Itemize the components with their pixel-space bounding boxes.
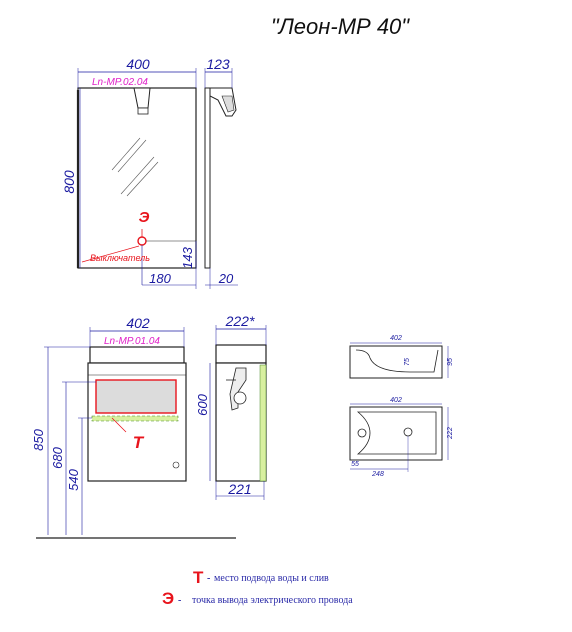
drawing-title: "Леон-МР 40"	[271, 14, 410, 39]
sink-top-view	[349, 403, 449, 472]
legend-electric-symbol: Э	[162, 589, 174, 608]
socket-height-dim: 143	[180, 246, 195, 268]
cabinet-depth-dim: 222*	[225, 313, 255, 329]
socket-marker: Э	[139, 209, 150, 226]
mirror-depth-dim: 123	[206, 56, 230, 72]
sink-top-d55-dim: 55	[351, 461, 359, 468]
socket-point	[137, 236, 147, 246]
cabinet-side-view	[215, 344, 267, 482]
height-680-dim: 680	[50, 446, 65, 468]
mirror-code: Ln-MP.02.04	[92, 77, 148, 88]
sink-top-depth-dim: 222	[447, 427, 454, 440]
cabinet-code: Ln-MP.01.04	[104, 336, 160, 347]
sink-top-width-dim: 402	[390, 397, 402, 404]
mirror-height-dim: 800	[61, 170, 77, 194]
cabinet-height-side-dim: 600	[195, 393, 210, 415]
height-850-dim: 850	[31, 428, 46, 450]
gap-dim: 20	[218, 271, 234, 286]
sink-top-d248-dim: 248	[371, 471, 384, 478]
cabinet-front-view	[87, 346, 187, 482]
legend-electric-dash: -	[178, 595, 181, 606]
mirror-front-view	[76, 87, 197, 285]
mirror-width-dim: 400	[126, 56, 150, 72]
cabinet-width-dim: 402	[126, 315, 150, 331]
sink-side-h95-dim: 95	[447, 358, 454, 366]
socket-offset-dim: 180	[149, 271, 171, 286]
sink-side-h75-dim: 75	[404, 358, 411, 366]
legend-electric-text: точка вывода электрического провода	[192, 595, 353, 606]
sink-side-profile	[349, 342, 443, 379]
cabinet-depth-bottom-dim: 221	[227, 481, 251, 497]
mirror-side-view	[204, 87, 237, 269]
legend-water-dash: -	[207, 573, 210, 584]
water-zone	[95, 379, 177, 414]
water-marker: Т	[133, 433, 145, 452]
switch-label: Выключатель	[90, 253, 150, 263]
legend: Т - место подвода воды и слив Э - точка …	[162, 568, 353, 608]
sink-side-width-dim: 402	[390, 335, 402, 342]
height-540-dim: 540	[66, 468, 81, 490]
legend-water-text: место подвода воды и слив	[214, 573, 329, 584]
legend-water-symbol: Т	[193, 568, 204, 587]
